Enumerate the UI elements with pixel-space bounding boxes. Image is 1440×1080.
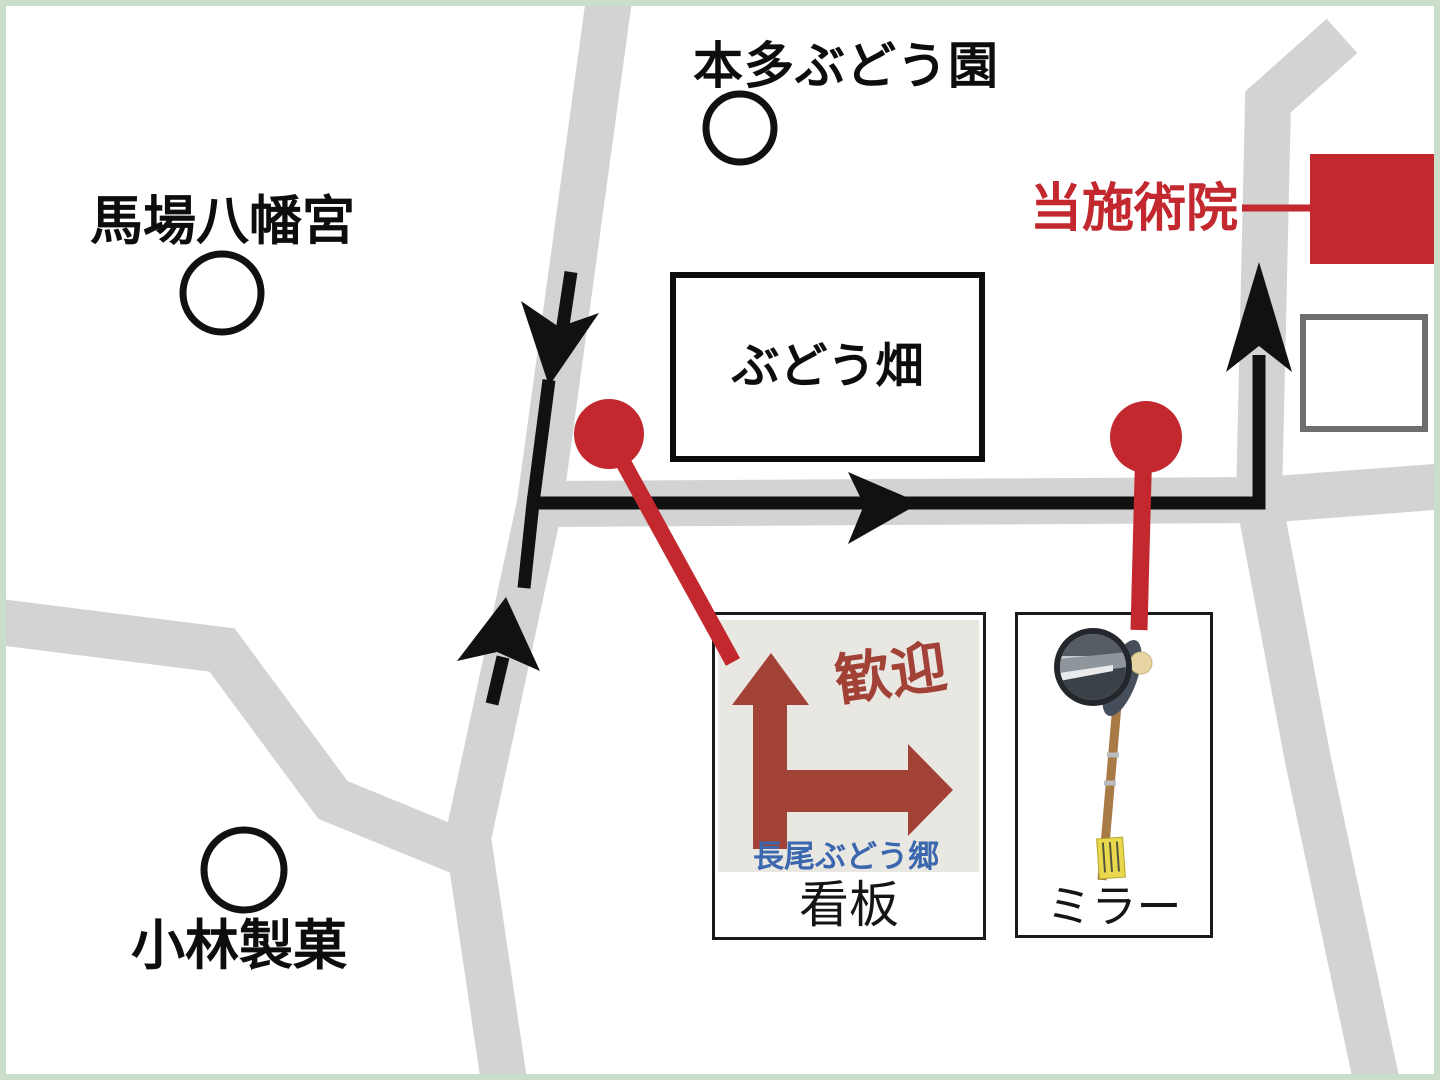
landmark-circle-baba bbox=[179, 250, 265, 336]
road-left-diagonal bbox=[444, 0, 633, 1080]
route-stub-bottom bbox=[485, 655, 510, 706]
mirror-inset: ミラー bbox=[1015, 612, 1213, 938]
route-stub-top bbox=[555, 271, 578, 333]
neighbor-building-square bbox=[1300, 314, 1428, 432]
route-arrowhead-up-left bbox=[457, 597, 540, 671]
road-bottom-left bbox=[0, 598, 479, 878]
route-arrowhead-up-right bbox=[1226, 262, 1292, 372]
field-box: ぶどう畑 bbox=[670, 272, 985, 462]
mirror-marker-dot bbox=[1110, 401, 1182, 473]
landmark-label-kobayashi: 小林製菓 bbox=[131, 916, 347, 976]
sign-inset: 歓迎 長尾ぶどう郷 看板 bbox=[712, 612, 986, 940]
field-label: ぶどう畑 bbox=[731, 340, 924, 393]
mirror-caption: ミラー bbox=[1046, 880, 1182, 932]
landmark-circle-kobayashi bbox=[200, 826, 288, 914]
sign-caption: 看板 bbox=[799, 877, 899, 933]
route-arrowhead-right bbox=[848, 472, 920, 544]
landmark-label-honda: 本多ぶどう園 bbox=[693, 38, 999, 94]
sign-bottom-text: 長尾ぶどう郷 bbox=[753, 839, 939, 874]
pole-sign bbox=[1096, 836, 1126, 880]
sign-photo: 歓迎 長尾ぶどう郷 bbox=[718, 620, 979, 874]
route-diagonal-line bbox=[517, 379, 556, 589]
landmark-label-baba: 馬場八幡宮 bbox=[90, 192, 355, 251]
sign-welcome-text: 歓迎 bbox=[831, 637, 951, 714]
landmark-circle-honda bbox=[702, 90, 778, 166]
sign-marker-dot bbox=[574, 399, 644, 469]
mirror-pointer-line bbox=[1130, 439, 1153, 631]
mirror-graphic bbox=[1054, 628, 1153, 881]
road-horizontal bbox=[534, 463, 1440, 527]
sign-arrow-graphic bbox=[732, 653, 953, 849]
mirror-reflection bbox=[1060, 634, 1126, 700]
clinic-label: 当施術院 bbox=[1030, 180, 1239, 238]
mirror-knob bbox=[1129, 651, 1153, 675]
clinic-building-square bbox=[1310, 154, 1436, 264]
route-arrowhead-down bbox=[521, 301, 599, 386]
